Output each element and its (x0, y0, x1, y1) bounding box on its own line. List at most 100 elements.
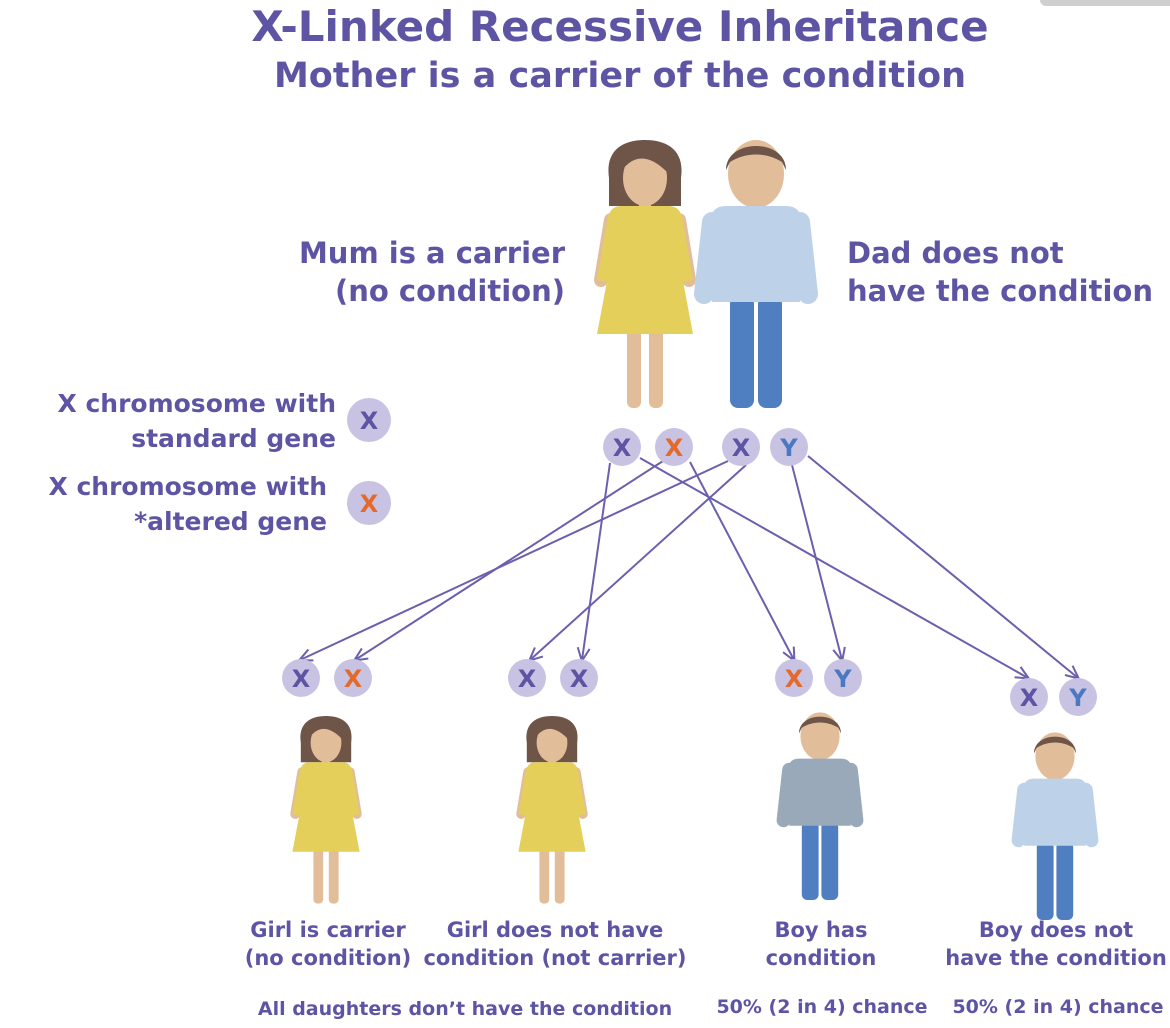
child4-label: Boy does not have the condition (945, 917, 1167, 972)
leg-left (801, 821, 819, 900)
leg-left (627, 328, 641, 408)
chromosome-letter: X (518, 665, 537, 693)
chromosome-circle (722, 428, 760, 466)
chromosome-letter: X (344, 665, 363, 693)
diagram-subtitle: Mother is a carrier of the condition (273, 56, 967, 96)
chromosome-letter: X (1020, 684, 1039, 712)
leg-left (730, 296, 754, 408)
child3-label-line2: condition (765, 945, 877, 970)
chromosome-letter: X (570, 665, 589, 693)
arrow-mum-x2-to-girl1 (355, 460, 664, 660)
arrow-dad-y-to-boy1 (791, 464, 842, 660)
girl2-chromosome-x-standard-1: X (508, 659, 546, 697)
leg-left (1036, 841, 1054, 920)
shirt (787, 758, 853, 826)
girl2-chromosome-x-standard-2: X (560, 659, 598, 697)
boy2-chromosome-x-standard: X (1010, 678, 1048, 716)
child3-label-line1: Boy has (774, 918, 868, 942)
chromosome-circle (775, 659, 813, 697)
mum-label: Mum is a carrier (no condition) (240, 234, 565, 311)
arrow-dad-y-to-boy2 (807, 455, 1078, 678)
arrow-dad-x-to-girl1 (300, 460, 729, 660)
dad-label-line1: Dad does not (847, 236, 1064, 270)
arrow-dad-x-to-girl2 (530, 464, 747, 660)
chromosome-circle (560, 659, 598, 697)
chromosome-circle (334, 659, 372, 697)
face (310, 723, 342, 763)
window-corner-shadow (1040, 0, 1170, 6)
dress (292, 762, 360, 852)
hair (1034, 736, 1076, 754)
chromosome-circle (603, 428, 641, 466)
mum-chromosome-x-altered: X (655, 428, 693, 466)
chromosome-circle (1059, 678, 1097, 716)
chromosome-circle (508, 659, 546, 697)
chromosome-circle (347, 481, 391, 525)
leg-right (821, 821, 839, 900)
face (728, 140, 784, 208)
legend-altered-x-symbol: X (347, 481, 391, 525)
boy1-affected-figure (776, 712, 864, 900)
chromosome-circle (282, 659, 320, 697)
legend-standard-x-symbol: X (347, 398, 391, 442)
legend-altered-line1: X chromosome with (48, 472, 327, 501)
leg-left (539, 847, 550, 904)
dress (597, 206, 693, 334)
leg-right (328, 847, 339, 904)
girl1-chromosome-x-altered: X (334, 659, 372, 697)
legend-standard-label: X chromosome with standard gene (20, 386, 336, 456)
legend-altered-line2: *altered gene (134, 507, 327, 536)
chromosome-letter: X (360, 407, 379, 435)
chromosome-letter: Y (779, 434, 798, 462)
boy1-chromosome-x-altered: X (775, 659, 813, 697)
fringe (535, 718, 568, 739)
fringe (309, 718, 342, 739)
face (1035, 732, 1075, 780)
child4-label-line1: Boy does not (978, 918, 1134, 942)
people-figures (290, 140, 1099, 920)
boy2-chromosome-y: Y (1059, 678, 1097, 716)
mum-chromosome-x-standard: X (603, 428, 641, 466)
shirt (1022, 778, 1088, 846)
legend-standard-line1: X chromosome with (57, 389, 336, 418)
chromosome-letter: Y (1068, 684, 1087, 712)
dress (518, 762, 586, 852)
chromosome-letter: X (292, 665, 311, 693)
mum-figure (594, 140, 696, 408)
dad-figure (694, 140, 818, 408)
child3-label: Boy has condition (725, 917, 917, 972)
arrow-mum-x1-to-boy2 (639, 457, 1028, 678)
child4-label-line2: have the condition (945, 945, 1167, 970)
face (800, 712, 840, 760)
legend-altered-label: X chromosome with *altered gene (20, 469, 327, 539)
inheritance-arrows (300, 455, 1078, 678)
chromosome-circle (824, 659, 862, 697)
girl2-figure (516, 716, 588, 904)
mum-label-line1: Mum is a carrier (298, 236, 565, 270)
chromosome-letter: X (360, 490, 379, 518)
mum-label-line2: (no condition) (334, 274, 565, 309)
chromosome-circle (1010, 678, 1048, 716)
child2-label-line1: Girl does not have (446, 918, 664, 942)
legend-standard-line2: standard gene (131, 424, 336, 453)
chromosome-circle (347, 398, 391, 442)
chromosome-letter: X (732, 434, 751, 462)
fringe (622, 144, 667, 172)
boy2-figure (1011, 732, 1099, 920)
chromosome-letter: Y (833, 665, 852, 693)
leg-right (1056, 841, 1074, 920)
leg-right (554, 847, 565, 904)
hair (799, 716, 841, 734)
girl1-chromosome-x-standard: X (282, 659, 320, 697)
child2-label: Girl does not have condition (not carrie… (420, 917, 690, 972)
child1-label-line1: Girl is carrier (250, 918, 406, 942)
daughters-footnote: All daughters don’t have the condition (257, 998, 673, 1020)
leg-left (313, 847, 324, 904)
chromosome-letter: X (665, 434, 684, 462)
dad-chromosome-y: Y (770, 428, 808, 466)
face (536, 723, 568, 763)
arrow-mum-x2-to-boy1 (689, 461, 794, 660)
chromosome-circle (655, 428, 693, 466)
